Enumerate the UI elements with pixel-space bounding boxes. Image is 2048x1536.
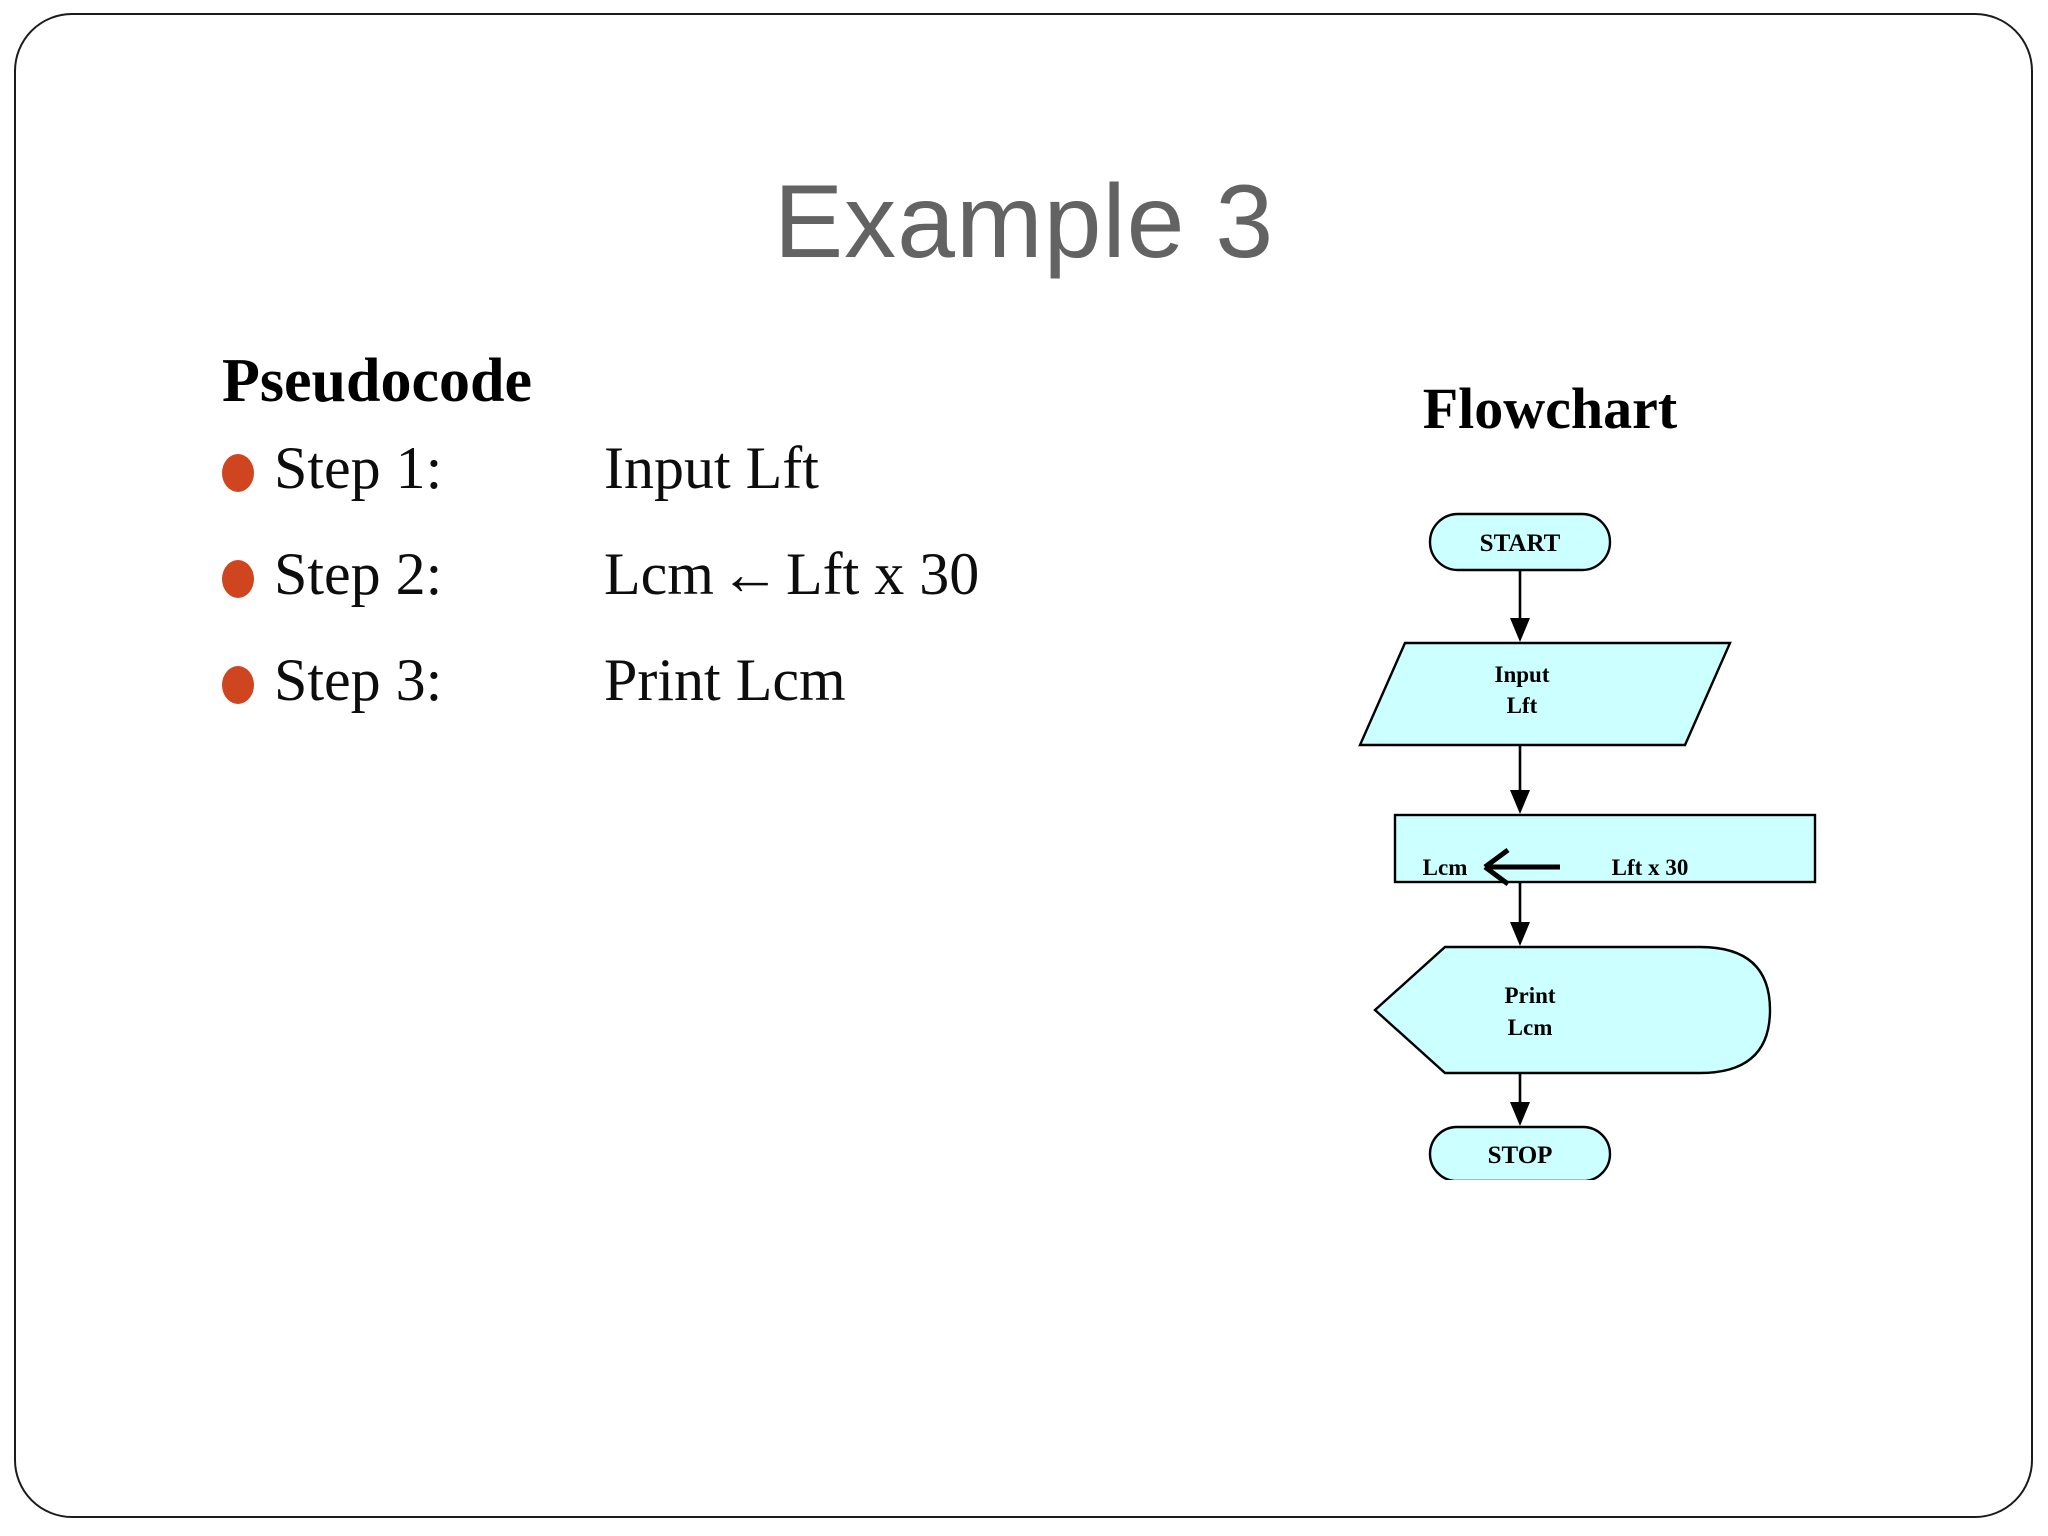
- down-arrow-icon: [1510, 790, 1530, 814]
- assignment-arrow-icon: [1483, 847, 1560, 887]
- step-action: Lcm←Lft x 30: [604, 544, 979, 604]
- flow-node-input: Input Lft: [1358, 641, 1732, 747]
- step-label: Step 2:: [274, 541, 443, 607]
- flow-node-start: START: [1428, 512, 1612, 572]
- list-item: Step 2: Lcm←Lft x 30: [222, 544, 1122, 628]
- flow-node-print: Print Lcm: [1373, 945, 1772, 1075]
- page-title: Example 3: [773, 164, 1275, 280]
- round-bullet-icon: [222, 560, 254, 598]
- round-bullet-icon: [222, 666, 254, 704]
- list-item: Step 3: Print Lcm: [222, 650, 1122, 734]
- flow-node-process-target: Lcm: [1423, 855, 1468, 880]
- flow-node-process-expression: Lft x 30: [1612, 855, 1689, 880]
- flow-connector-start-input: [1510, 570, 1530, 642]
- down-arrow-icon: [1510, 1102, 1530, 1126]
- flow-node-input-line2: Lft: [1507, 693, 1538, 718]
- slide-frame: [14, 13, 2033, 1518]
- pseudocode-panel: Pseudocode Step 1: Input Lft Step 2: Lcm…: [222, 350, 1122, 756]
- flow-connector-input-process: [1510, 745, 1530, 814]
- round-bullet-icon: [222, 454, 254, 492]
- flow-node-print-line2: Lcm: [1508, 1015, 1553, 1040]
- flowchart-diagram: START Input Lft Lcm: [1230, 500, 1870, 1180]
- step-label: Step 3:: [274, 647, 443, 713]
- step-action-expression: Lft x 30: [785, 541, 980, 607]
- flow-node-stop: STOP: [1428, 1125, 1612, 1180]
- flow-connector-print-stop: [1510, 1073, 1530, 1126]
- flow-node-stop-label: STOP: [1488, 1142, 1553, 1169]
- list-item: Step 1: Input Lft: [222, 438, 1122, 522]
- flowchart-heading: Flowchart: [1422, 376, 1678, 441]
- assignment-arrow-icon: ←: [719, 541, 780, 607]
- step-action: Print Lcm: [604, 647, 846, 713]
- flow-connector-process-print: [1510, 882, 1530, 946]
- down-arrow-icon: [1510, 922, 1530, 946]
- flow-node-start-label: START: [1480, 530, 1561, 557]
- step-action-target: Lcm: [604, 541, 714, 607]
- flow-node-process: Lcm Lft x 30: [1393, 813, 1817, 887]
- step-action: Input Lft: [604, 435, 819, 501]
- flow-node-print-line1: Print: [1504, 983, 1555, 1008]
- down-arrow-icon: [1510, 618, 1530, 642]
- step-label: Step 1:: [274, 435, 443, 501]
- flow-node-input-line1: Input: [1495, 662, 1550, 687]
- pseudocode-heading: Pseudocode: [222, 347, 532, 415]
